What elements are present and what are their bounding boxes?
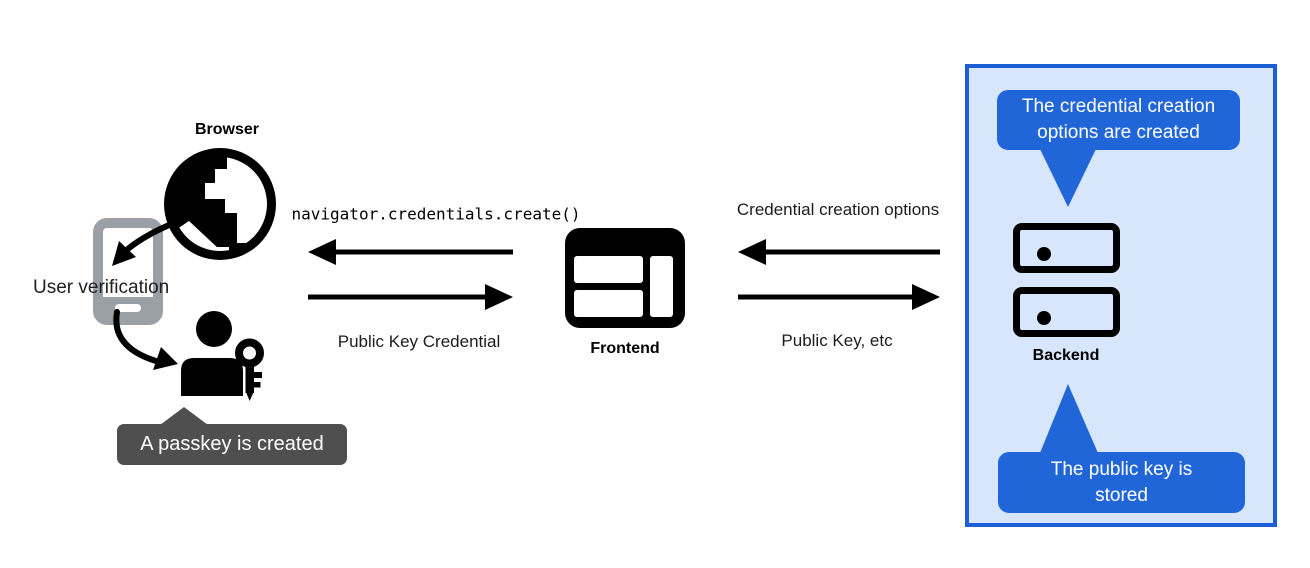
window-pane <box>574 256 643 283</box>
callout-top-pointer <box>1039 147 1097 207</box>
window-pane <box>650 256 673 317</box>
smartphone-icon <box>93 218 163 325</box>
passkey-created-tooltip: A passkey is created <box>117 424 347 465</box>
callout-public-key-stored: The public key is stored <box>998 452 1245 513</box>
server-led-dot <box>1037 247 1051 261</box>
tooltip-pointer <box>160 407 208 425</box>
public-key-credential-label: Public Key Credential <box>337 332 501 351</box>
server-stack-icon <box>1013 223 1120 273</box>
callout-creation-options: The credential creation options are crea… <box>997 90 1240 150</box>
backend-label: Backend <box>1032 347 1100 364</box>
user-verification-label: User verification <box>33 277 170 298</box>
frontend-label: Frontend <box>590 340 660 357</box>
browser-label: Browser <box>194 121 260 138</box>
credential-creation-options-label: Credential creation options <box>736 200 940 219</box>
arrow-frontend-to-browser <box>308 239 513 265</box>
browser-window-icon <box>565 228 685 328</box>
arrow-browser-to-frontend <box>308 284 513 310</box>
callout-bottom-pointer <box>1040 384 1098 453</box>
public-key-etc-label: Public Key, etc <box>781 331 893 350</box>
arrow-frontend-to-backend <box>738 284 940 310</box>
arrow-backend-to-frontend <box>738 239 940 265</box>
globe-icon <box>164 148 276 260</box>
server-led-dot <box>1037 311 1051 325</box>
server-stack-icon <box>1013 287 1120 337</box>
phone-home-slot <box>115 304 141 312</box>
window-pane <box>574 290 643 317</box>
user-with-key-icon <box>181 311 264 401</box>
credentials-create-label: navigator.credentials.create() <box>291 204 581 224</box>
